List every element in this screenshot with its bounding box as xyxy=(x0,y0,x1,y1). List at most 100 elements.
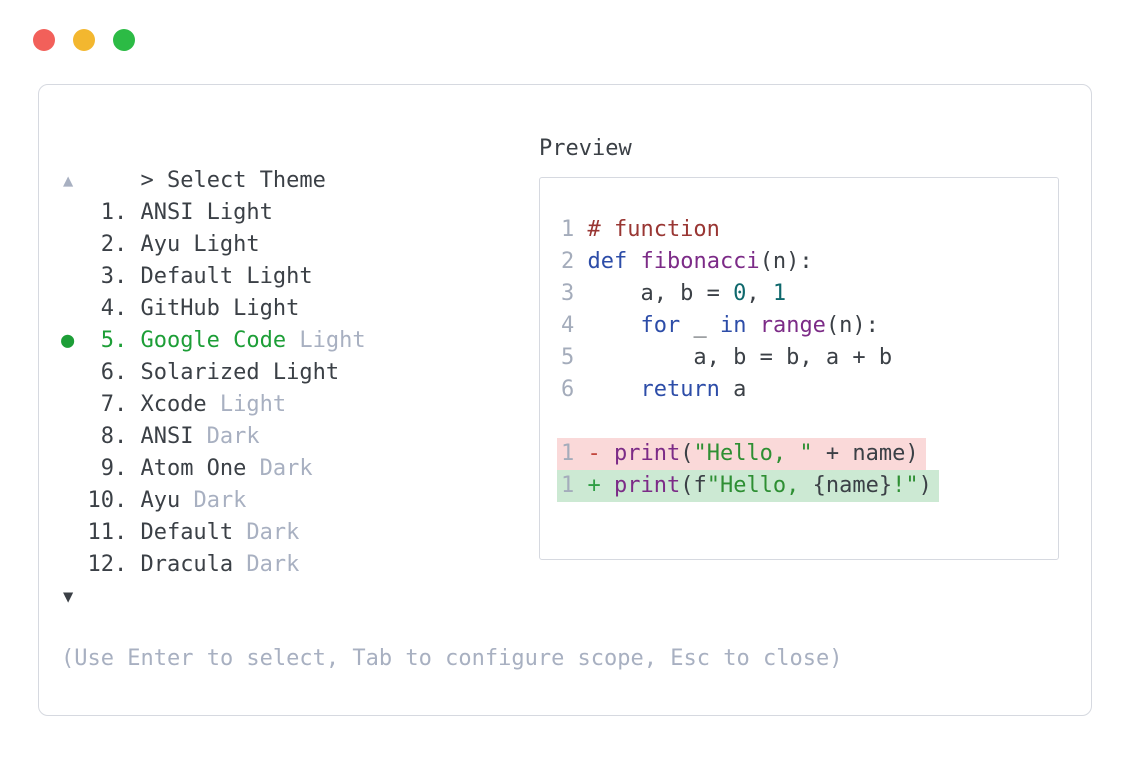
diff-removed-line: 1- print("Hello, " + name) xyxy=(557,438,1058,470)
theme-list-item[interactable]: 4. GitHub Light xyxy=(61,293,842,325)
line-number: 1 xyxy=(561,441,575,466)
item-name: Atom One xyxy=(140,456,247,481)
code-segment: a, b = b, a + b xyxy=(587,345,893,370)
item-name: Default Light xyxy=(140,264,313,289)
item-number: 4. xyxy=(100,296,128,321)
code-line-content: 5 a, b = b, a + b xyxy=(561,342,892,374)
help-text: (Use Enter to select, Tab to configure s… xyxy=(61,646,843,671)
code-segment: "Hello, " xyxy=(693,441,813,466)
theme-list-item[interactable]: 7. Xcode Light xyxy=(61,389,842,421)
minimize-button[interactable] xyxy=(73,29,95,51)
code-segment xyxy=(746,313,759,338)
theme-list-item[interactable]: 1.ANSI Light xyxy=(61,197,842,229)
code-segment: def xyxy=(587,249,628,274)
item-number: 8. xyxy=(100,424,128,449)
code-segment: range xyxy=(759,313,826,338)
item-variant: Dark xyxy=(180,488,247,513)
item-variant: Dark xyxy=(233,520,300,545)
line-number: 4 xyxy=(561,313,575,338)
theme-list-item[interactable]: 10. Ayu Dark xyxy=(61,485,842,517)
item-name: Ayu Light xyxy=(140,232,260,257)
item-name: Google Code xyxy=(140,328,287,353)
item-number: 9. xyxy=(100,456,128,481)
item-name: Solarized Light xyxy=(140,360,340,385)
code-segment: for xyxy=(640,313,681,338)
item-variant: Light xyxy=(206,392,287,417)
code-segment: ( xyxy=(680,441,694,466)
theme-list-item[interactable]: 11.Default Dark xyxy=(61,517,842,549)
diff-added-line: 1+ print(f"Hello, {name}!") xyxy=(557,470,1058,502)
item-number: 7. xyxy=(100,392,128,417)
code-segment xyxy=(627,249,640,274)
item-number: 3. xyxy=(100,264,128,289)
scroll-up-indicator[interactable]: ▲ xyxy=(63,171,74,191)
theme-list: 1.ANSI Light 2. Ayu Light 3. Default Light 4.… xyxy=(61,197,842,581)
code-line-content: 6 return a xyxy=(561,374,746,406)
item-name: Xcode xyxy=(140,392,207,417)
code-segment: (f xyxy=(680,473,707,498)
code-segment xyxy=(601,473,614,498)
preview-title: Preview xyxy=(539,136,632,161)
item-number: 2. xyxy=(100,232,128,257)
selected-bullet-icon: ● xyxy=(61,328,75,353)
code-segment: fibonacci xyxy=(640,249,760,274)
close-button[interactable] xyxy=(33,29,55,51)
scroll-down-indicator[interactable]: ▼ xyxy=(63,587,74,607)
line-number: 3 xyxy=(561,281,575,306)
theme-list-item[interactable]: 3. Default Light xyxy=(61,261,842,293)
item-variant: Dark xyxy=(246,456,313,481)
item-name: Dracula xyxy=(140,552,234,577)
code-segment: a, b = xyxy=(587,281,734,306)
code-line-content: 1# function xyxy=(561,214,720,246)
theme-selector-panel: > Select Theme ▲ 1.ANSI Light 2. Ayu Light 3… xyxy=(38,84,1092,716)
code-segment: 0 xyxy=(733,281,747,306)
code-segment: , xyxy=(746,281,773,306)
item-name: GitHub Light xyxy=(140,296,300,321)
code-segment: ) xyxy=(918,473,932,498)
theme-list-item[interactable]: 2. Ayu Light xyxy=(61,229,842,261)
item-number: 6. xyxy=(100,360,128,385)
item-variant: Dark xyxy=(193,424,260,449)
code-segment: _ xyxy=(680,313,720,338)
item-number: 12. xyxy=(87,552,128,577)
theme-list-item[interactable]: 8. ANSI Dark xyxy=(61,421,842,453)
code-segment: - xyxy=(587,441,601,466)
item-name: Ayu xyxy=(140,488,181,513)
theme-list-item[interactable]: 12.Dracula Dark xyxy=(61,549,842,581)
page-title: Select Theme xyxy=(166,168,326,193)
code-segment: # function xyxy=(587,217,720,242)
line-number: 6 xyxy=(561,377,575,402)
item-name: Default xyxy=(140,520,234,545)
code-line-content: 4 for _ in range(n): xyxy=(561,310,879,342)
code-line: 5 a, b = b, a + b xyxy=(561,342,1058,374)
line-number: 1 xyxy=(561,473,575,498)
code-line: 3 a, b = 0, 1 xyxy=(561,278,1058,310)
code-segment xyxy=(587,313,640,338)
theme-list-column: > Select Theme ▲ 1.ANSI Light 2. Ayu Light 3… xyxy=(61,133,842,675)
code-segment: print xyxy=(613,441,681,466)
code-line xyxy=(561,406,1058,438)
code-segment: + name) xyxy=(812,441,919,466)
code-segment: "Hello, xyxy=(706,473,813,498)
zoom-button[interactable] xyxy=(113,29,135,51)
window-controls xyxy=(33,29,135,51)
code-segment xyxy=(601,441,614,466)
item-name: ANSI Light xyxy=(140,200,273,225)
theme-list-item[interactable]: ●5.Google Code Light xyxy=(61,325,842,357)
theme-list-item[interactable]: 9. Atom One Dark xyxy=(61,453,842,485)
item-number: 5. xyxy=(100,328,128,353)
code-segment: 1 xyxy=(772,281,787,306)
line-number: 5 xyxy=(561,345,575,370)
item-name: ANSI xyxy=(140,424,194,449)
prompt-symbol: > xyxy=(140,168,154,193)
item-number: 10. xyxy=(87,488,128,513)
code-segment: return xyxy=(640,377,720,402)
code-segment: in xyxy=(719,313,747,338)
theme-list-item[interactable]: 6. Solarized Light xyxy=(61,357,842,389)
code-segment: print xyxy=(613,473,681,498)
code-segment: !" xyxy=(892,473,919,498)
